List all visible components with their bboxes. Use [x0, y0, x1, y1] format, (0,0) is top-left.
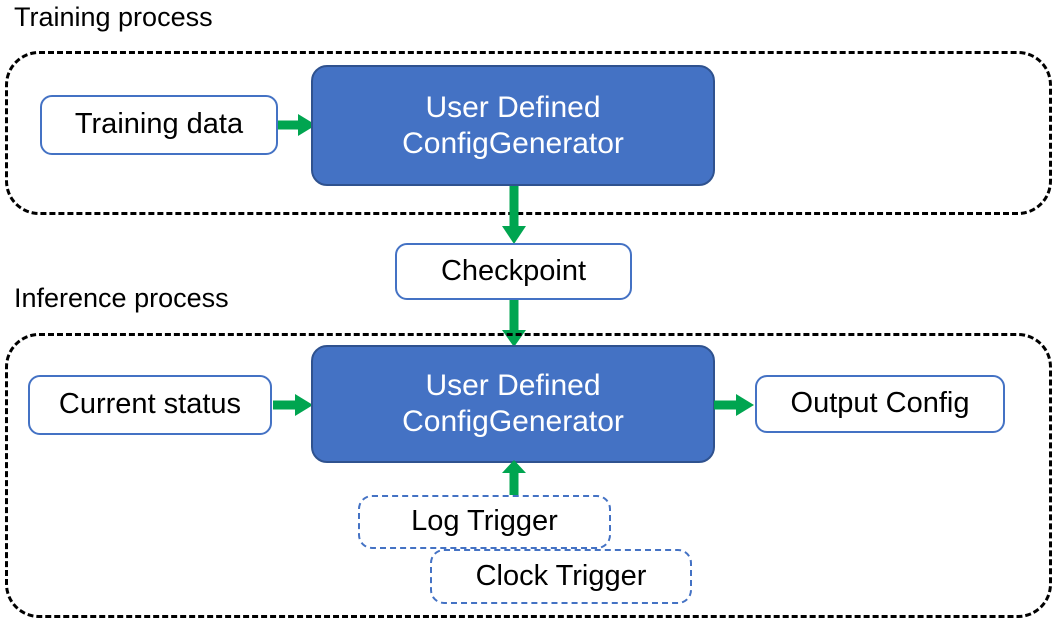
training-data-box[interactable]: Training data: [40, 95, 278, 155]
arrow-training-data-to-process: [278, 114, 316, 136]
arrow-training-process-to-checkpoint: [502, 186, 526, 244]
output-config-box[interactable]: Output Config: [755, 375, 1005, 433]
training-process-group: [5, 51, 1052, 215]
training-config-generator-line2: ConfigGenerator: [402, 126, 624, 160]
training-config-generator-box[interactable]: User Defined ConfigGenerator: [311, 65, 715, 186]
inference-process-group: [5, 333, 1052, 618]
inference-section-title: Inference process: [14, 283, 229, 313]
inference-config-generator-line2: ConfigGenerator: [402, 405, 624, 438]
log-trigger-box[interactable]: Log Trigger: [358, 495, 611, 549]
inference-config-generator-box[interactable]: User Defined ConfigGenerator: [311, 345, 715, 463]
clock-trigger-box[interactable]: Clock Trigger: [430, 549, 692, 604]
current-status-box[interactable]: Current status: [28, 375, 272, 435]
arrow-current-status-to-process: [273, 394, 313, 416]
arrow-process-to-output-config: [714, 394, 754, 416]
training-section-title: Training process: [14, 2, 213, 32]
inference-config-generator-line1: User Defined: [425, 369, 601, 402]
training-config-generator-line1: User Defined: [425, 90, 601, 124]
checkpoint-box[interactable]: Checkpoint: [395, 243, 632, 300]
